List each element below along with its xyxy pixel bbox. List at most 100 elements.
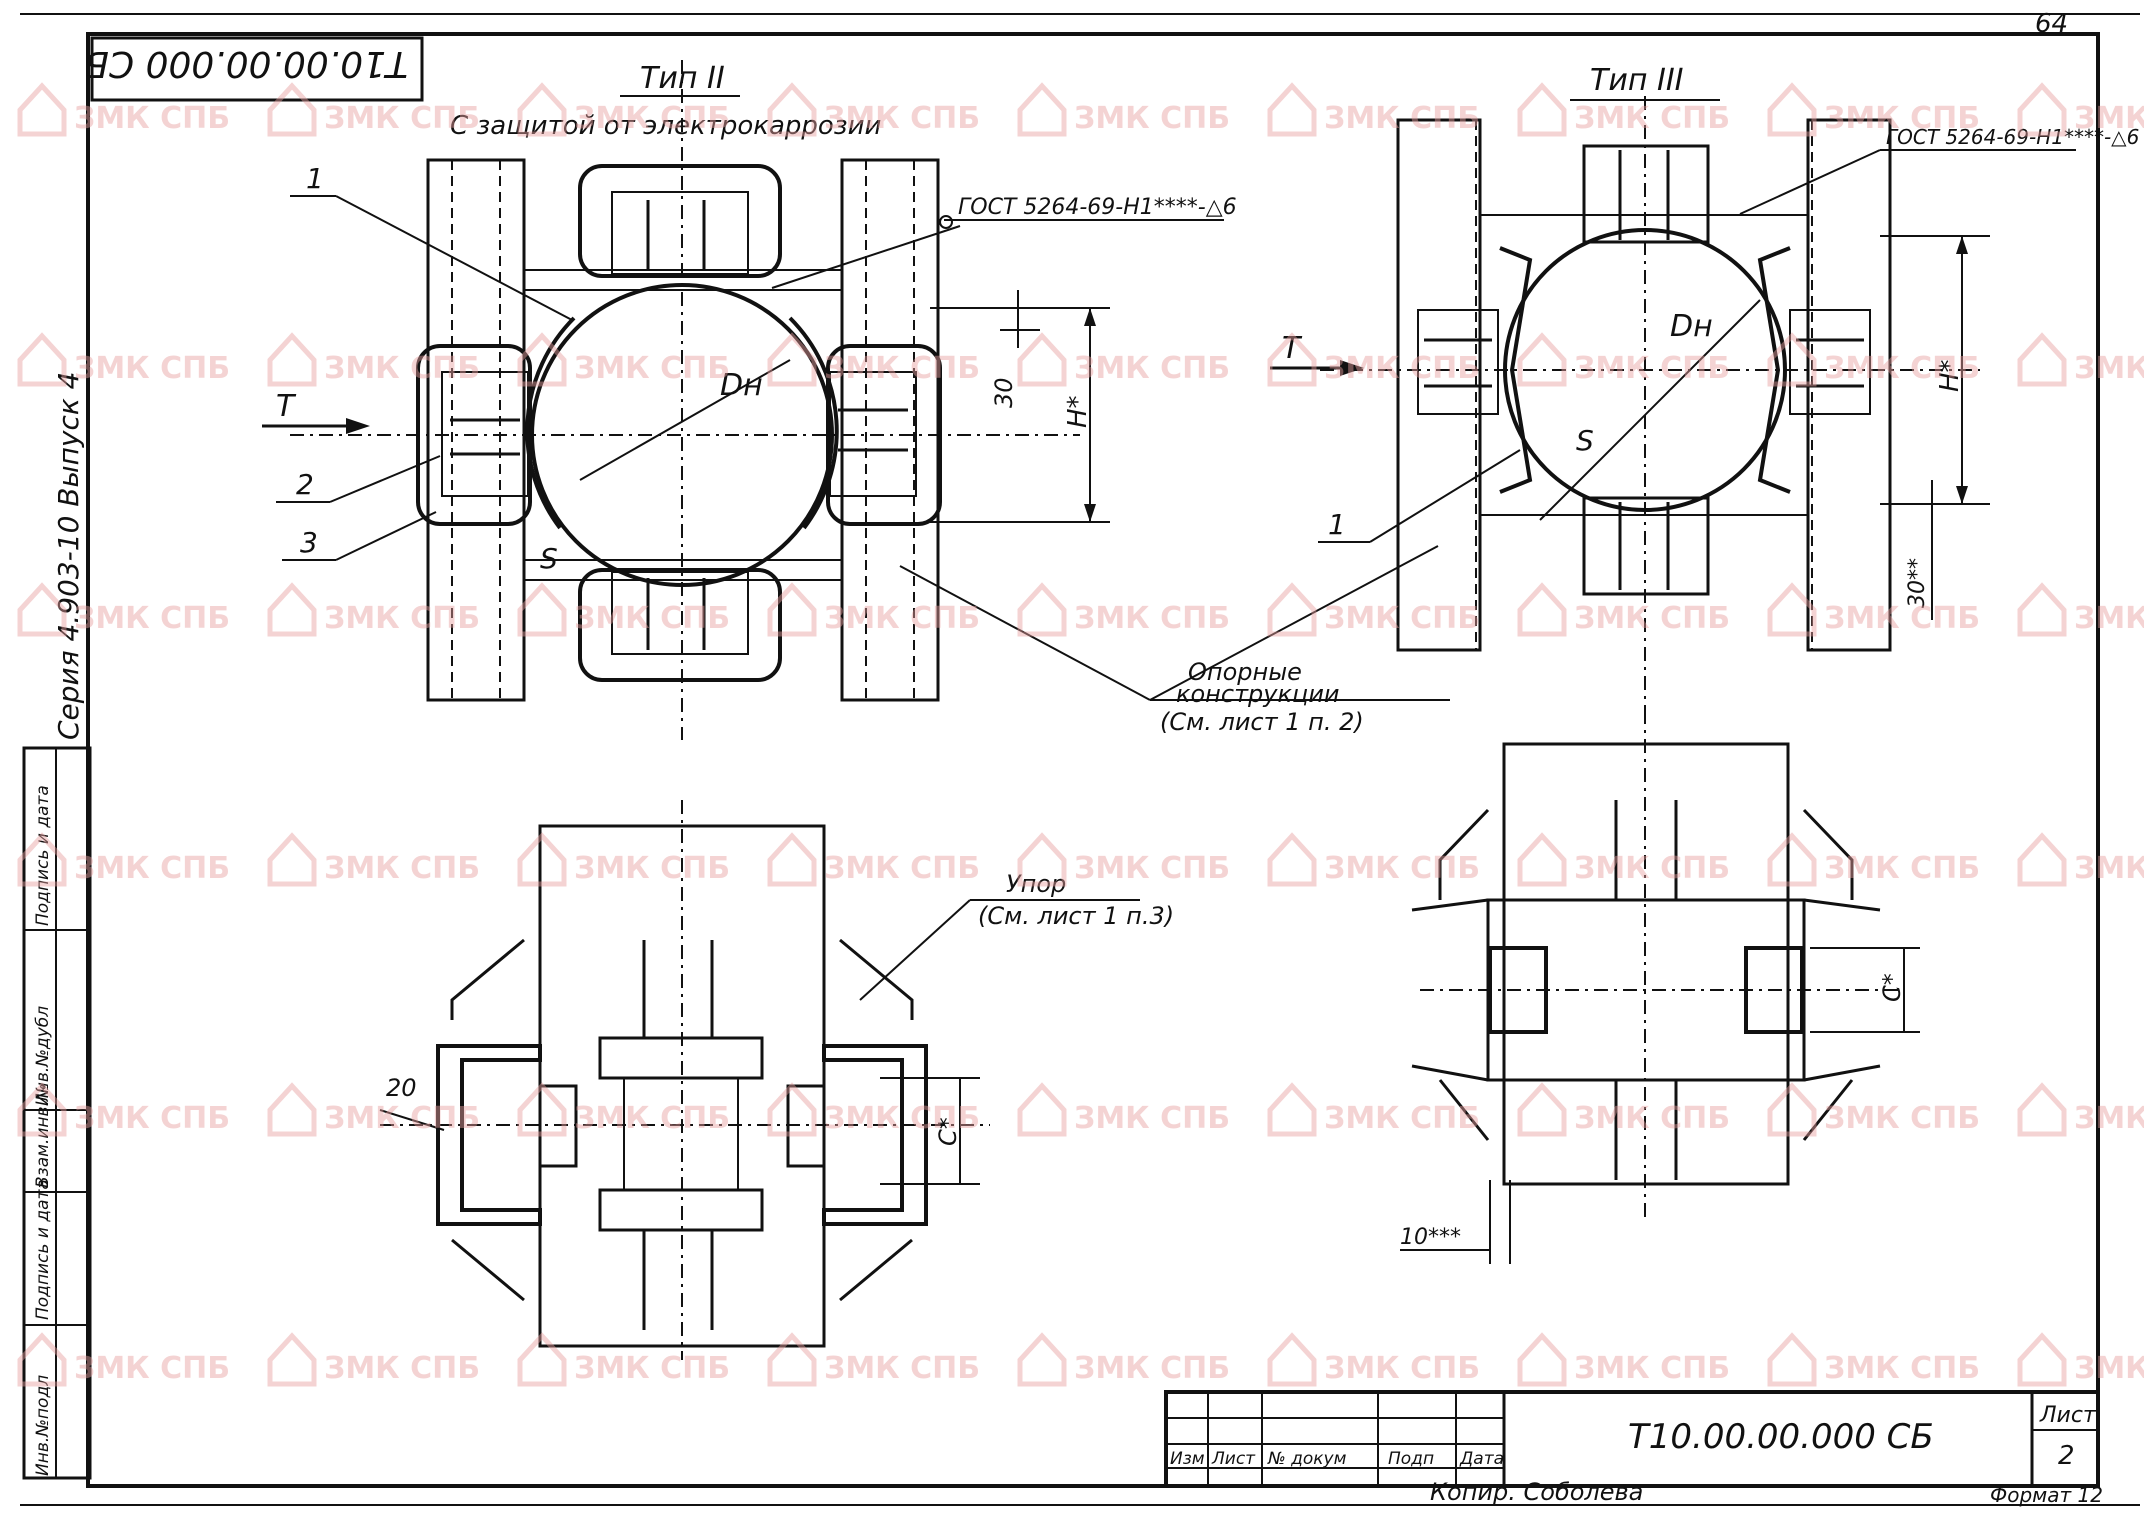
- watermark-tile: ЗМК СПБ: [1267, 1332, 1480, 1387]
- watermark-text: ЗМК СПБ: [74, 101, 230, 136]
- side-stamp-sign-1: Подпись и дата: [33, 1179, 53, 1320]
- watermark-house-icon: [267, 582, 317, 637]
- watermark-text: ЗМК СПБ: [1074, 101, 1230, 136]
- watermark-house-icon: [1017, 1332, 1067, 1387]
- watermark-text: ЗМК СПБ: [1824, 351, 1980, 386]
- type3-dim-30: 30**: [1905, 558, 1930, 608]
- watermark-house-icon: [1517, 582, 1567, 637]
- watermark-tile: ЗМК СПБ: [1017, 82, 1230, 137]
- watermark-text: ЗМК СПБ: [2074, 601, 2144, 636]
- watermark-text: ЗМК СПБ: [1074, 601, 1230, 636]
- watermark-house-icon: [1767, 582, 1817, 637]
- watermark-text: ЗМК СПБ: [824, 1101, 980, 1136]
- watermark-tile: ЗМК СПБ: [267, 82, 480, 137]
- watermark-house-icon: [2017, 82, 2067, 137]
- watermark-text: ЗМК СПБ: [1074, 1351, 1230, 1386]
- watermark-tile: ЗМК СПБ: [1017, 1082, 1230, 1137]
- support-note: Опорные конструкции (См. лист 1 п. 2): [1150, 658, 1450, 736]
- title-block-sheet-number: 2: [2058, 1441, 2075, 1471]
- watermark-text: ЗМК СПБ: [2074, 851, 2144, 886]
- watermark-house-icon: [1767, 832, 1817, 887]
- watermark-tile: ЗМК СПБ: [517, 582, 730, 637]
- watermark-text: ЗМК СПБ: [74, 851, 230, 886]
- watermark-tile: ЗМК СПБ: [2017, 1082, 2144, 1137]
- watermark-text: ЗМК СПБ: [1824, 601, 1980, 636]
- watermark-house-icon: [1767, 1332, 1817, 1387]
- watermark-tile: ЗМК СПБ: [517, 1332, 730, 1387]
- watermark-tile: ЗМК СПБ: [267, 1082, 480, 1137]
- watermark-text: ЗМК СПБ: [324, 1101, 480, 1136]
- title-block-header-doc: № докум: [1267, 1449, 1347, 1469]
- watermark-house-icon: [17, 1332, 67, 1387]
- type2-plan-view: С* 20 Упор (См. лист 1 п.3): [379, 800, 1174, 1360]
- watermark-text: ЗМК СПБ: [324, 1351, 480, 1386]
- page-number: 64: [2035, 9, 2068, 39]
- type2-force-label: Т: [276, 389, 297, 424]
- watermark-text: ЗМК СПБ: [1324, 1101, 1480, 1136]
- watermark-text: ЗМК СПБ: [74, 1101, 230, 1136]
- watermark-text: ЗМК СПБ: [74, 601, 230, 636]
- watermark-text: ЗМК СПБ: [2074, 1101, 2144, 1136]
- type2-dim-h: H*: [1063, 395, 1093, 428]
- watermark-text: ЗМК СПБ: [1324, 851, 1480, 886]
- watermark-house-icon: [517, 332, 567, 387]
- type2-subtitle: С защитой от электрокаррозии: [450, 111, 881, 141]
- watermark-text: ЗМК СПБ: [324, 351, 480, 386]
- watermark-tile: ЗМК СПБ: [17, 1082, 230, 1137]
- watermark-house-icon: [517, 582, 567, 637]
- watermark-tile: ЗМК СПБ: [767, 82, 980, 137]
- type2-dim-30: 30: [990, 377, 1018, 408]
- type3-plan-view: С* 10***: [1400, 710, 1920, 1264]
- watermark-text: ЗМК СПБ: [74, 351, 230, 386]
- watermark-tile: ЗМК СПБ: [767, 1332, 980, 1387]
- watermark-house-icon: [767, 1082, 817, 1137]
- type3-title: Тип III: [1590, 63, 1684, 98]
- type2-callout-3: 3: [300, 526, 318, 559]
- watermark-house-icon: [2017, 1082, 2067, 1137]
- watermark-house-icon: [1517, 1332, 1567, 1387]
- watermark-text: ЗМК СПБ: [1824, 101, 1980, 136]
- watermark-text: ЗМК СПБ: [1574, 351, 1730, 386]
- watermark-text: ЗМК СПБ: [824, 101, 980, 136]
- watermark-tile: ЗМК СПБ: [1517, 582, 1730, 637]
- type2-callout-2: 2: [296, 468, 314, 501]
- series-label: Серия 4.903-10 Выпуск 4: [52, 372, 85, 741]
- watermark-text: ЗМК СПБ: [1324, 101, 1480, 136]
- watermark-house-icon: [1267, 582, 1317, 637]
- watermark-house-icon: [1767, 332, 1817, 387]
- watermark-text: ЗМК СПБ: [574, 351, 730, 386]
- type3-callout-1: 1: [1328, 508, 1346, 541]
- type3-weld-note: ГОСТ 5264-69-Н1****-△6: [1886, 125, 2139, 149]
- watermark-text: ЗМК СПБ: [1574, 1101, 1730, 1136]
- watermark-tile: ЗМК СПБ: [1767, 832, 1980, 887]
- watermark-tile: ЗМК СПБ: [1017, 832, 1230, 887]
- type2-stop-ref: (См. лист 1 п.3): [978, 902, 1174, 930]
- watermark-tile: ЗМК СПБ: [1517, 82, 1730, 137]
- watermark-house-icon: [1017, 82, 1067, 137]
- watermark-tile: ЗМК СПБ: [2017, 1332, 2144, 1387]
- watermark-house-icon: [1517, 1082, 1567, 1137]
- title-block-code: Т10.00.00.000 СБ: [1628, 1417, 1934, 1457]
- watermark-text: ЗМК СПБ: [2074, 1351, 2144, 1386]
- watermark-house-icon: [1017, 832, 1067, 887]
- watermark-tile: ЗМК СПБ: [1267, 332, 1480, 387]
- watermark-house-icon: [2017, 582, 2067, 637]
- watermark-tile: ЗМК СПБ: [267, 1332, 480, 1387]
- type3-dim-c: С*: [1878, 973, 1906, 1002]
- watermark-tile: ЗМК СПБ: [1267, 832, 1480, 887]
- watermark-house-icon: [267, 82, 317, 137]
- watermark-tile: ЗМК СПБ: [1267, 1082, 1480, 1137]
- watermark-house-icon: [517, 82, 567, 137]
- watermark-text: ЗМК СПБ: [574, 1101, 730, 1136]
- watermark-house-icon: [2017, 1332, 2067, 1387]
- watermark-text: ЗМК СПБ: [1074, 1101, 1230, 1136]
- side-stamp-inv-podl: Инв.№подл: [33, 1375, 53, 1476]
- watermark-house-icon: [767, 1332, 817, 1387]
- watermark-tile: ЗМК СПБ: [1517, 832, 1730, 887]
- watermark-text: ЗМК СПБ: [824, 351, 980, 386]
- type2-stop-note: Упор: [1006, 870, 1066, 898]
- watermark-house-icon: [1517, 82, 1567, 137]
- watermark-tile: ЗМК СПБ: [2017, 832, 2144, 887]
- watermark-tile: ЗМК СПБ: [1517, 332, 1730, 387]
- watermark-text: ЗМК СПБ: [574, 601, 730, 636]
